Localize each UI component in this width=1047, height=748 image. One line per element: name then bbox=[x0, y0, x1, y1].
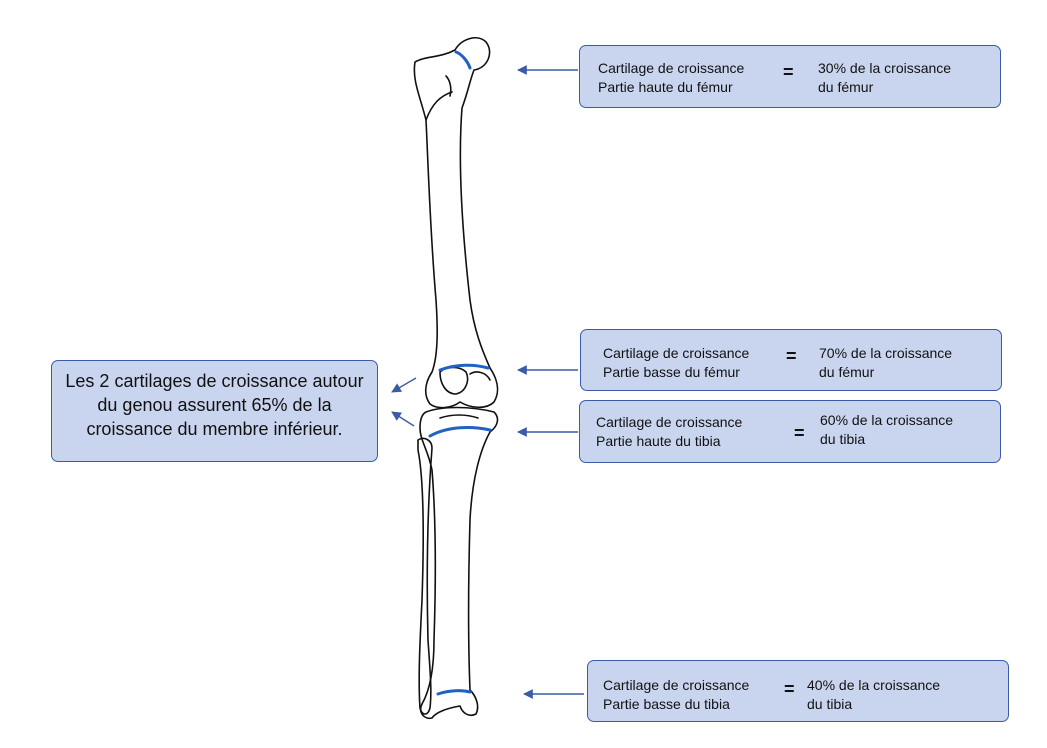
annotation-label-line2: Partie haute du tibia bbox=[596, 433, 721, 449]
annotation-value-line2: du tibia bbox=[807, 696, 853, 712]
growth-plate-tibia-top bbox=[428, 426, 492, 438]
equals-sign: = bbox=[783, 62, 794, 82]
arrow-knee-tibia bbox=[391, 411, 415, 427]
equals-sign: = bbox=[794, 423, 805, 443]
annotation-value-line1: 60% de la croissance bbox=[820, 412, 954, 428]
femur-bone bbox=[413, 37, 499, 409]
fibula-bone bbox=[417, 437, 433, 715]
annotation-value-line1: 70% de la croissance bbox=[819, 345, 953, 361]
growth-plate-tibia-bottom bbox=[436, 689, 472, 696]
knee-note-line1: Les 2 cartilages de croissance autour bbox=[65, 371, 364, 391]
equals-sign: = bbox=[786, 346, 797, 366]
annotation-tibia-top: Cartilage de croissance Partie haute du … bbox=[579, 400, 1001, 463]
annotation-femur-top: Cartilage de croissance Partie haute du … bbox=[579, 45, 1001, 108]
arrow-knee-femur bbox=[391, 377, 417, 393]
knee-growth-note: Les 2 cartilages de croissance autour du… bbox=[51, 360, 378, 462]
annotation-value-line1: 30% de la croissance bbox=[818, 60, 952, 76]
annotation-label-line1: Cartilage de croissance bbox=[603, 677, 750, 693]
annotation-value-line2: du tibia bbox=[820, 431, 866, 447]
annotation-tibia-bottom: Cartilage de croissance Partie basse du … bbox=[587, 660, 1009, 722]
growth-plate-femur-top bbox=[454, 50, 472, 70]
tibia-bone bbox=[419, 406, 499, 720]
annotation-label-line1: Cartilage de croissance bbox=[603, 345, 750, 361]
growth-plate-femur-bottom bbox=[438, 363, 490, 372]
annotation-label-line1: Cartilage de croissance bbox=[596, 414, 743, 430]
equals-sign: = bbox=[784, 679, 795, 699]
knee-note-line3: croissance du membre inférieur. bbox=[86, 419, 343, 439]
knee-note-line2: du genou assurent 65% de la bbox=[97, 395, 332, 415]
annotation-femur-bottom: Cartilage de croissance Partie basse du … bbox=[580, 329, 1002, 391]
annotation-label-line1: Cartilage de croissance bbox=[598, 60, 745, 76]
annotation-label-line2: Partie basse du tibia bbox=[603, 696, 730, 712]
annotation-value-line2: du fémur bbox=[819, 364, 875, 380]
annotation-value-line2: du fémur bbox=[818, 79, 874, 95]
annotation-label-line2: Partie haute du fémur bbox=[598, 79, 733, 95]
annotation-value-line1: 40% de la croissance bbox=[807, 677, 941, 693]
annotation-label-line2: Partie basse du fémur bbox=[603, 364, 740, 380]
